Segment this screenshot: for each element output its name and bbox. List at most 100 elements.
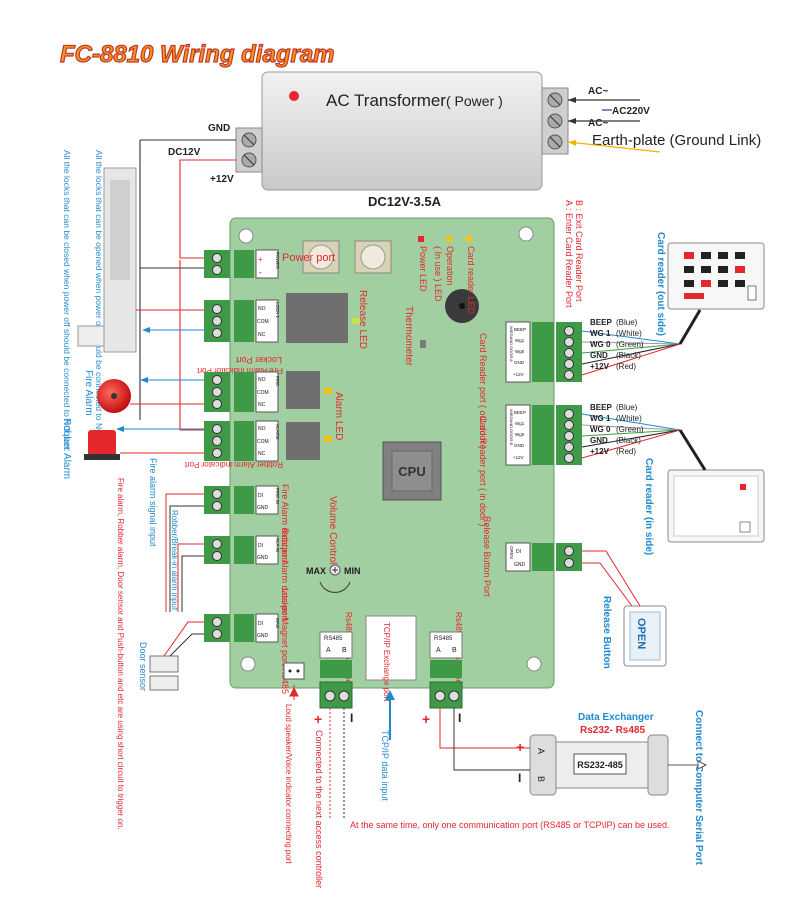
power-led-label: Power LED bbox=[418, 246, 428, 292]
wire-color-4: (Red) bbox=[616, 362, 636, 371]
volume-min-label: MIN bbox=[344, 566, 361, 576]
wire-name-1: WG 1 bbox=[590, 329, 611, 338]
ac-transformer: AC Transformer ( Power ) bbox=[235, 71, 569, 191]
bottom-note: At the same time, only one communication… bbox=[350, 820, 670, 830]
wire-name-0: BEEP bbox=[590, 403, 612, 412]
power-indicator-icon bbox=[289, 91, 299, 101]
fire-no: NO bbox=[258, 377, 266, 383]
transformer-label: AC Transformer bbox=[326, 91, 446, 110]
release-led-icon bbox=[352, 318, 360, 324]
loudspeaker-port[interactable] bbox=[283, 662, 305, 680]
capacitors bbox=[302, 240, 392, 274]
lock-terminal[interactable]: LOCK 1 NO COM NC bbox=[204, 299, 280, 343]
fire-title: FIRE bbox=[275, 376, 280, 386]
diagram-title: FC-8810 Wiring diagram bbox=[60, 41, 335, 68]
wire-color-0: (Blue) bbox=[616, 318, 638, 327]
relays bbox=[286, 293, 348, 460]
lock-wires bbox=[136, 309, 204, 333]
reader-out-side-label: Card reader (out side) bbox=[655, 232, 666, 336]
ac-bottom-label: AC~ bbox=[588, 118, 608, 129]
wire-color-2: (Green) bbox=[616, 425, 644, 434]
card-reader-inside bbox=[667, 469, 765, 543]
wire-name-2: WG 0 bbox=[590, 340, 611, 349]
reader-a-terminal[interactable]: WIEGAND DOOR A BEEP Wg1 Wg0 GND +12V bbox=[505, 321, 582, 383]
door-sensor-wires bbox=[163, 621, 204, 657]
reader-b-gnd: GND bbox=[514, 443, 525, 448]
reader-in-side-label: Card reader (in side) bbox=[643, 458, 654, 555]
fire-alarm-data-port-label: Fire Alarm data port bbox=[280, 484, 290, 564]
rs485-left-terminal[interactable] bbox=[319, 681, 353, 709]
fire-alarm-wires bbox=[130, 377, 204, 405]
wire-color-2: (Green) bbox=[616, 340, 644, 349]
reader-b-12v: +12V bbox=[513, 455, 524, 460]
volume-knob[interactable] bbox=[319, 564, 351, 593]
reader-a-wire-labels: BEEP(Blue)WG 1(White)WG 0(Green)GND(Blac… bbox=[590, 318, 644, 371]
power-terminal[interactable]: POWER + - bbox=[204, 249, 280, 279]
loudspeaker-arrow bbox=[289, 685, 299, 700]
open-di: DI bbox=[516, 549, 521, 555]
power-pin-minus: - bbox=[259, 268, 262, 277]
rs232-485-box-label: RS232-485 bbox=[577, 760, 623, 770]
volume-control-label: Volume Control bbox=[327, 496, 338, 564]
rs485-left-text: RS485 bbox=[324, 636, 343, 642]
wire-name-3: GND bbox=[590, 436, 608, 445]
release-button-label: Release Button bbox=[601, 596, 612, 669]
alarm-nc: NC bbox=[258, 451, 266, 457]
cpu-label: CPU bbox=[398, 464, 425, 479]
next-controller-wires bbox=[329, 708, 345, 820]
rs485-right-terminal[interactable] bbox=[429, 681, 463, 709]
ac-top-label: AC~ bbox=[588, 86, 608, 97]
rs485-minus: I bbox=[458, 711, 461, 725]
fire-com: COM bbox=[257, 390, 269, 396]
fire-nc: NC bbox=[258, 402, 266, 408]
fire-in-terminal[interactable]: FIRE IN DI GND bbox=[204, 485, 280, 515]
fire-signal-label: Fire alarm signal input bbox=[148, 458, 158, 547]
tcpip-port[interactable] bbox=[365, 615, 417, 681]
alarm-led-label: Alarm LED bbox=[333, 392, 344, 440]
lock-nc: NC bbox=[258, 332, 266, 338]
dc12v-label: DC12V bbox=[168, 147, 201, 158]
alarmin-di: DI bbox=[258, 543, 263, 549]
lock-no: NO bbox=[258, 306, 266, 312]
wire-name-1: WG 1 bbox=[590, 414, 611, 423]
cpu-chip bbox=[382, 441, 442, 501]
robber-break-label: Robber/Break-in alarm input bbox=[170, 510, 179, 611]
open-terminal[interactable]: OPEN DI GND bbox=[505, 542, 582, 572]
locker-port-label: Locker Port bbox=[235, 355, 282, 365]
mag-di: DI bbox=[258, 621, 263, 627]
wire-color-0: (Blue) bbox=[616, 403, 638, 412]
data-exchanger-label: Data Exchanger bbox=[578, 712, 654, 723]
converter-a: A bbox=[536, 748, 546, 754]
alarm-led-icon bbox=[324, 388, 332, 394]
enter-reader-note: A : Enter Card Reader Port bbox=[564, 200, 574, 308]
rs232-485-converter bbox=[529, 734, 669, 796]
open-title: OPEN bbox=[509, 546, 514, 559]
lock-title: LOCK 1 bbox=[275, 302, 280, 319]
connect-computer-label: Connect to Computer Serial Port bbox=[693, 710, 704, 866]
rs485-right-b: B bbox=[452, 647, 457, 654]
converter-output-arrow bbox=[668, 760, 708, 770]
open-gnd: GND bbox=[514, 562, 526, 568]
release-button[interactable] bbox=[623, 605, 667, 667]
power-port-label: Power port bbox=[282, 252, 335, 264]
reader-b-terminal[interactable]: WIEGAND DOOR B BEEP Wg1 Wg0 GND +12V bbox=[505, 404, 582, 466]
loudspeaker-label: Loud speaker/Voice indicator connecting … bbox=[284, 704, 293, 864]
robber-alarm-indicator-label: Robber Alarm indicator Port bbox=[184, 460, 283, 469]
door-sensor bbox=[149, 655, 179, 691]
converter-b: B bbox=[536, 776, 546, 782]
reader-wires bbox=[581, 309, 707, 471]
alarm-terminal[interactable]: ALARM NO COM NC bbox=[204, 420, 280, 462]
alarm-in-terminal[interactable]: ALA IN DI GND bbox=[204, 535, 280, 565]
rs485-left-connector[interactable]: RS485 A B bbox=[319, 631, 353, 678]
release-wires bbox=[582, 550, 641, 607]
rs485-right-text: RS485 bbox=[434, 636, 453, 642]
fire-terminal[interactable]: FIRE NO COM NC bbox=[204, 371, 280, 413]
transformer-rating: DC12V-3.5A bbox=[368, 194, 442, 209]
rs485-left-a: A bbox=[326, 647, 331, 654]
gnd-label: GND bbox=[208, 123, 230, 134]
rs485-right-connector[interactable]: RS485 A B bbox=[429, 631, 463, 678]
card-reader-led-icon bbox=[466, 236, 472, 242]
card-reader-out-label: Card Reader port ( out door ) bbox=[478, 333, 488, 449]
operation-led-label: Operation bbox=[445, 246, 455, 286]
mag-terminal[interactable]: MAG DI GND bbox=[204, 613, 280, 643]
